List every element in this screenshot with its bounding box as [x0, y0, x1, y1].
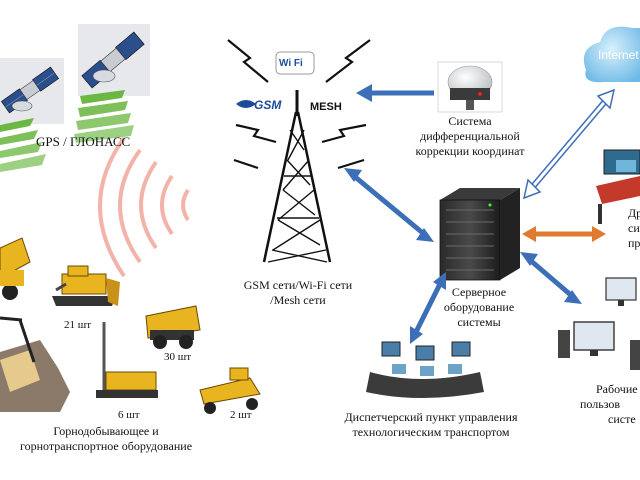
dispatch-caption-line-2: технологическим транспортом — [352, 425, 510, 439]
workstation-icon — [558, 277, 640, 370]
dispatch-caption: Диспетчерский пункт управления технологи… — [322, 410, 540, 440]
other-systems-caption-line-3: пред — [628, 236, 640, 250]
other-systems-caption-line-1: Др — [628, 206, 640, 220]
cell-tower-icon — [227, 39, 371, 263]
equipment-count-grader: 2 шт — [230, 409, 252, 421]
radio-waves — [98, 136, 190, 278]
server-caption-line-3: системы — [457, 315, 501, 329]
dispatch-caption-line-1: Диспетчерский пункт управления — [344, 410, 518, 424]
server-caption-line-2: оборудование — [443, 300, 515, 314]
workstation-icon — [596, 149, 640, 224]
user-workstations-caption: Рабочие пользов систе — [580, 382, 638, 427]
tower-caption-line-1: GSM сети/Wi-Fi сети — [243, 278, 353, 292]
server-caption: Серверное оборудование системы — [424, 285, 534, 330]
user-workstations-caption-line-1: Рабочие — [596, 382, 638, 396]
other-systems-caption-line-2: сис — [628, 221, 640, 235]
equipment-count-bulldozer: 21 шт — [64, 319, 92, 331]
excavator-icon — [0, 316, 70, 412]
wheel-loader-icon — [0, 237, 31, 300]
equipment-count-truck: 30 шт — [164, 351, 192, 363]
user-workstations-caption-line-2: пользов — [580, 397, 621, 411]
workstation-icon — [366, 341, 484, 398]
cloud-icon — [583, 26, 640, 83]
bulldozer-icon — [52, 265, 120, 306]
drill-rig-icon — [96, 322, 158, 398]
equipment-caption: Горнодобывающее и горнотранспортное обор… — [0, 424, 212, 454]
tower-caption: GSM сети/Wi-Fi сети /Mesh сети — [232, 278, 364, 308]
wifi-badge-label: Wi Fi — [279, 58, 303, 69]
server-caption-line-1: Серверное — [451, 285, 507, 299]
gsm-logo — [236, 100, 256, 108]
other-systems-caption: Др сис пред — [628, 206, 640, 251]
equipment-caption-line-2: горнотранспортное оборудование — [19, 439, 193, 453]
gps-signal — [0, 90, 134, 172]
user-workstations-caption-line-3: систе — [608, 412, 636, 426]
equipment-count-drill: 6 шт — [118, 409, 140, 421]
gps-label: GPS / ГЛОНАСС — [36, 134, 131, 149]
server-rack-icon — [439, 188, 520, 281]
gps-antenna-icon — [437, 61, 503, 113]
dump-truck-icon — [145, 305, 201, 349]
mesh-badge-label: MESH — [310, 101, 342, 113]
correction-caption: Система дифференциальной коррекции коорд… — [400, 114, 540, 159]
correction-caption-line-3: коррекции координат — [415, 144, 525, 158]
correction-caption-line-1: Система — [448, 114, 492, 128]
connection-arrows — [344, 84, 616, 344]
cloud-label: Internet — [598, 48, 639, 62]
gsm-badge-label: GSM — [254, 98, 282, 112]
grader-icon — [199, 367, 261, 414]
wifi-icon — [275, 51, 315, 75]
equipment-caption-line-1: Горнодобывающее и — [53, 424, 159, 438]
satellite-icon — [78, 24, 150, 96]
correction-caption-line-2: дифференциальной — [420, 129, 520, 143]
satellite-icon — [0, 58, 64, 124]
tower-caption-line-2: /Mesh сети — [270, 293, 326, 307]
